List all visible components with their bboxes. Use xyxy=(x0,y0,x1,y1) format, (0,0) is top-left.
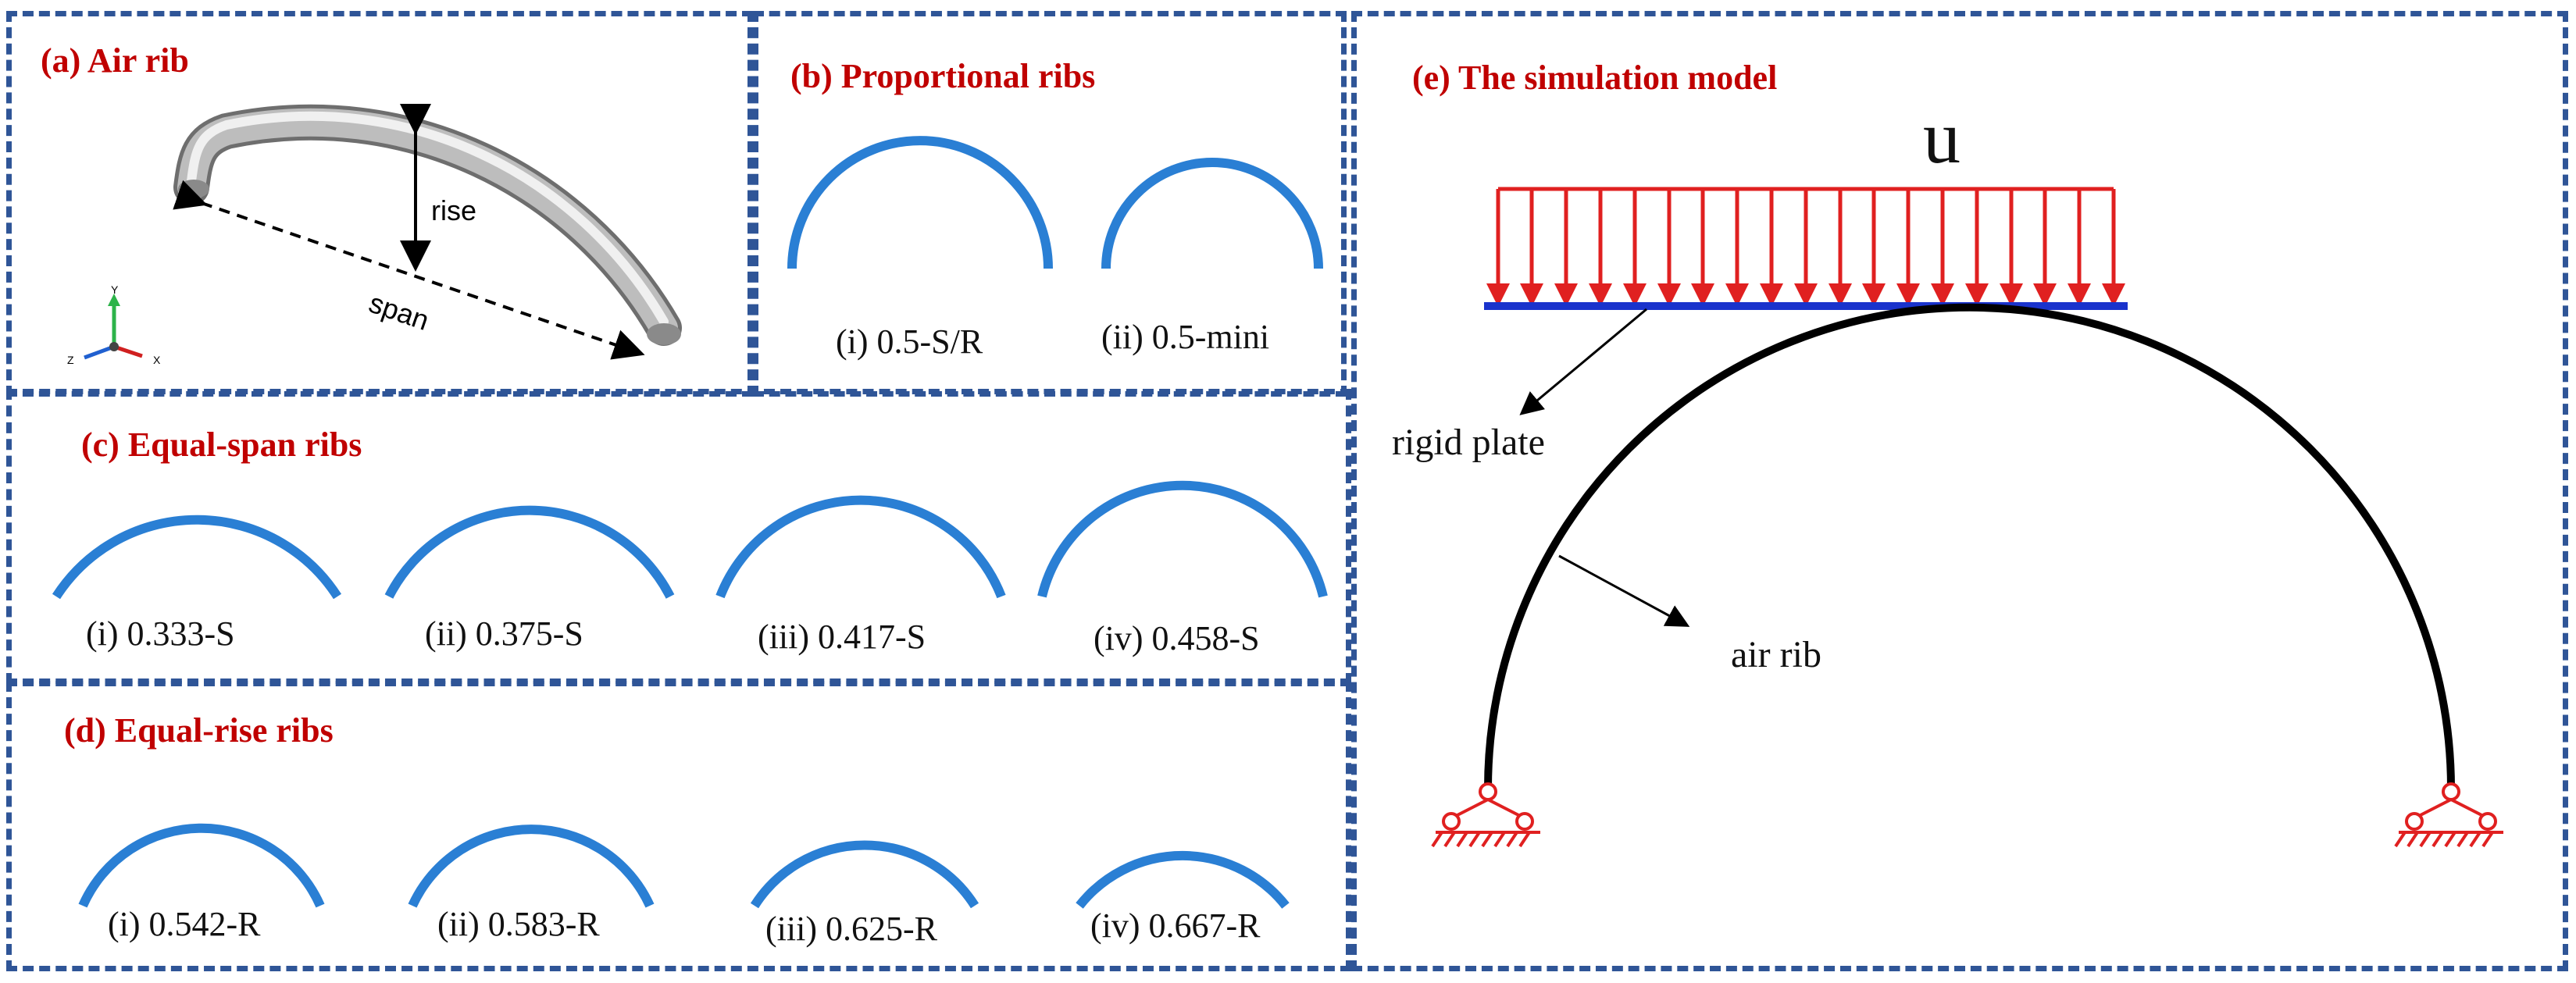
air-rib-leader xyxy=(1558,554,1690,627)
span-label: span xyxy=(365,287,433,337)
panel-c-caption-2: (ii) 0.375-S xyxy=(425,614,583,653)
svg-text:Z: Z xyxy=(67,354,74,366)
panel-d-frame xyxy=(6,681,1351,971)
panel-d-caption-2: (ii) 0.583-R xyxy=(437,905,600,943)
rib-d-2 xyxy=(408,825,655,908)
distributed-load xyxy=(1486,187,2125,307)
panel-b-caption-2: (ii) 0.5-mini xyxy=(1101,318,1270,356)
rib-d-3 xyxy=(750,840,979,909)
span-dimension xyxy=(173,180,645,360)
panel-d-caption-1: (i) 0.542-R xyxy=(108,905,261,943)
right-pin-support-icon xyxy=(2394,782,2503,848)
rib-d-4 xyxy=(1076,851,1290,909)
svg-text:X: X xyxy=(153,354,161,366)
air-rib-label: air rib xyxy=(1731,634,1821,675)
left-pin-support-icon xyxy=(1431,782,1540,848)
air-rib-arc xyxy=(1484,303,2455,789)
panel-e-title: (e) The simulation model xyxy=(1412,59,1778,97)
svg-text:Y: Y xyxy=(111,283,119,296)
rib-c-1 xyxy=(52,515,342,600)
panel-c-caption-3: (iii) 0.417-S xyxy=(758,618,926,656)
panel-b-caption-1: (i) 0.5-S/R xyxy=(836,322,983,361)
rib-c-4 xyxy=(1037,480,1328,598)
axis-triad-icon: Y Z X xyxy=(67,283,161,366)
panel-a-title: (a) Air rib xyxy=(41,41,189,80)
load-label: u xyxy=(1923,95,1961,179)
rise-label: rise xyxy=(431,194,476,226)
panel-d-caption-4: (iv) 0.667-R xyxy=(1090,906,1261,945)
rib-b-1 xyxy=(787,136,1053,269)
rib-c-2 xyxy=(384,505,675,599)
rib-d-1 xyxy=(78,823,325,908)
panel-d-title: (d) Equal-rise ribs xyxy=(64,711,334,750)
rib-c-3 xyxy=(715,495,1006,599)
panel-c-caption-4: (iv) 0.458-S xyxy=(1094,619,1260,657)
panel-c-caption-1: (i) 0.333-S xyxy=(86,614,235,653)
panel-e-frame xyxy=(1351,11,2568,971)
panel-c-title: (c) Equal-span ribs xyxy=(81,426,362,464)
rigid-plate-label: rigid plate xyxy=(1392,422,1545,463)
rib-b-2 xyxy=(1101,158,1323,269)
panel-b-title: (b) Proportional ribs xyxy=(790,57,1096,95)
panel-d-caption-3: (iii) 0.625-R xyxy=(765,910,937,948)
rigid-plate-leader xyxy=(1519,308,1647,415)
